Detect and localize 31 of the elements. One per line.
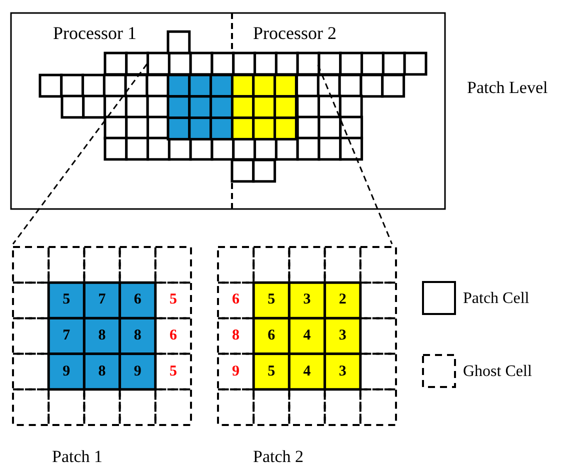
ghost-value: 8 xyxy=(232,328,240,344)
processor-label: Processor 1 xyxy=(53,24,136,42)
cell-value: 8 xyxy=(98,328,106,344)
cell-value: 9 xyxy=(134,364,142,380)
cell-value: 8 xyxy=(98,364,106,380)
cell-value: 4 xyxy=(303,364,311,380)
legend-label: Patch Cell xyxy=(463,291,530,307)
cell-value: 2 xyxy=(338,292,346,308)
ghost-value: 6 xyxy=(169,328,177,344)
cell-value: 5 xyxy=(62,292,70,308)
cell-value: 3 xyxy=(338,328,346,344)
cell-value: 7 xyxy=(62,328,70,344)
cell-value: 3 xyxy=(303,292,311,308)
cell-value: 8 xyxy=(134,328,142,344)
cell-value: 6 xyxy=(268,328,276,344)
ghost-value: 5 xyxy=(169,364,177,380)
cell-value: 6 xyxy=(134,292,142,308)
cell-value: 9 xyxy=(62,364,70,380)
cell-value: 4 xyxy=(303,328,311,344)
ghost-value: 5 xyxy=(169,292,177,308)
ghost-value: 6 xyxy=(232,292,240,308)
patch-caption: Patch 1 xyxy=(52,448,103,465)
cell-value: 3 xyxy=(338,364,346,380)
legend-label: Ghost Cell xyxy=(463,364,532,380)
ghost-value: 9 xyxy=(232,364,240,380)
cell-value: 7 xyxy=(98,292,106,308)
cell-value: 5 xyxy=(268,292,276,308)
level-label: Patch Level xyxy=(467,79,548,96)
processor-label: Processor 2 xyxy=(253,24,336,42)
patch-caption: Patch 2 xyxy=(253,448,304,465)
cell-value: 5 xyxy=(268,364,276,380)
